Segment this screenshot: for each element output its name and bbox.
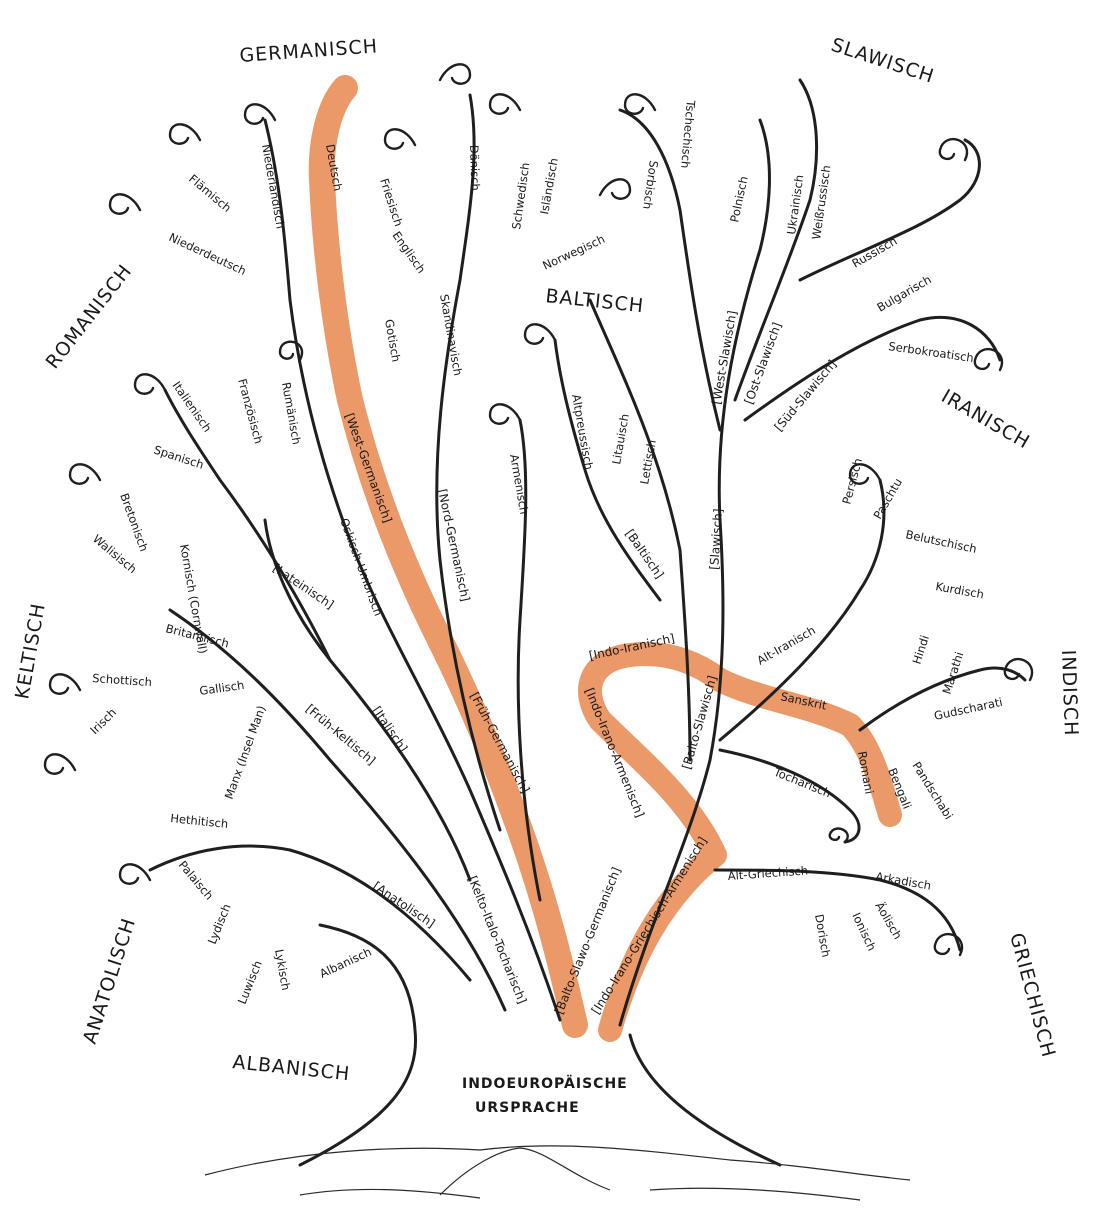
lang-luwisch: Luwisch — [235, 959, 265, 1007]
lang-palaisch: Palaisch — [176, 858, 217, 903]
lang-tschechisch: Tschechisch — [678, 99, 698, 169]
lang-manx: Manx (Insel Man) — [222, 704, 269, 801]
lang-schottisch: Schottisch — [92, 671, 153, 689]
bracket-kelto-italo-tocharisch: [Kelto-Italo-Tocharisch] — [465, 874, 529, 1006]
bracket-lateinisch: [Lateinisch] — [270, 561, 336, 612]
lang-dorisch: Dorisch — [812, 913, 833, 958]
lang-lydisch: Lydisch — [205, 902, 234, 946]
lang-ionisch: Ionisch — [849, 910, 879, 953]
curl — [940, 139, 967, 160]
lang-pandschabi: Pandschabi — [909, 759, 955, 822]
lang-gotisch: Gotisch — [382, 318, 403, 363]
group-label-griechisch: GRIECHISCH — [1005, 931, 1059, 1061]
lang-bretonisch: Bretonisch — [117, 491, 151, 553]
group-label-slawisch: SLAWISCH — [828, 34, 937, 88]
bracket-west-slawisch: [West-Slawisch] — [709, 309, 739, 405]
curl — [170, 124, 200, 143]
lang-friesisch: Friesisch — [377, 177, 406, 228]
lang-gallisch: Gallisch — [198, 678, 245, 698]
bracket-anatolisch: [Anatolisch] — [370, 879, 437, 931]
lang-weissrussisch: Weißrussisch — [809, 164, 833, 240]
bracket-indo-irano-griechisch-armenisch: [Indo-Irano-Griechisch-Armenisch] — [589, 834, 710, 1016]
limb-ost-slawisch — [735, 80, 817, 400]
lang-norwegisch: Norwegisch — [540, 232, 607, 273]
lang-aolisch: Äolisch — [872, 899, 905, 942]
lang-persisch: Persisch — [839, 457, 865, 506]
curl — [625, 94, 655, 113]
curl — [975, 349, 1002, 370]
curl — [600, 179, 630, 198]
trunk-right — [630, 1035, 780, 1165]
lang-polnisch: Polnisch — [727, 175, 750, 224]
group-label-albanisch: ALBANISCH — [231, 1051, 351, 1085]
lang-walisisch: Walisisch — [90, 532, 140, 577]
lang-franzosisch: Französisch — [235, 377, 266, 445]
lang-englisch: Englisch — [390, 229, 429, 276]
lang-hethitisch: Hethitisch — [170, 811, 229, 831]
curl — [120, 864, 150, 883]
lang-niederlandisch: Niederländisch — [259, 143, 288, 230]
lang-skandinavisch: Skandinavisch — [437, 293, 465, 377]
lang-paschtu: Paschtu — [870, 476, 905, 522]
group-label-keltisch: KELTISCH — [11, 601, 50, 701]
curl — [135, 374, 165, 393]
lang-alt-iranisch: Alt-Iranisch — [755, 623, 818, 668]
lang-lykisch: Lykisch — [272, 948, 293, 991]
bracket-nord-germanisch: [Nord-Germanisch] — [435, 488, 473, 603]
lang-italienisch: Italienisch — [170, 379, 215, 435]
curl — [110, 194, 140, 213]
limb-west-slawisch — [620, 110, 720, 430]
lang-marathi: Marathi — [940, 650, 967, 696]
lang-ukrainisch: Ukrainisch — [784, 174, 806, 236]
lang-irisch: Irisch — [87, 705, 119, 737]
lang-niederdeutsch: Niederdeutsch — [167, 230, 249, 278]
ground-line — [440, 1148, 610, 1195]
lang-flamisch: Flämisch — [186, 172, 234, 215]
lang-bulgarisch: Bulgarisch — [875, 272, 934, 314]
root-label-line2: URSPRACHE — [475, 1100, 580, 1116]
lang-tocharisch: Tocharisch — [771, 764, 833, 800]
bracket-balto-slawisch: [Balto-Slawisch] — [679, 674, 719, 771]
group-label-indisch: INDISCH — [1057, 649, 1082, 736]
curl — [830, 829, 848, 842]
group-label-anatolisch: ANATOLISCH — [79, 915, 140, 1046]
curl — [385, 129, 415, 148]
limb-romanisch — [165, 390, 330, 660]
curl — [490, 94, 520, 113]
bracket-italisch: [Italisch] — [370, 704, 411, 755]
lang-sorbisch: Sorbisch — [640, 160, 661, 211]
lang-schwedisch: Schwedisch — [509, 162, 532, 231]
ground-hills — [205, 1146, 910, 1200]
lang-kurdisch: Kurdisch — [934, 579, 985, 601]
lang-danisch: Dänisch — [467, 145, 483, 191]
curl — [525, 324, 555, 343]
lang-serbokroatisch: Serbokroatisch — [888, 339, 975, 365]
curl — [245, 104, 275, 123]
lang-armenisch: Armenisch — [507, 453, 531, 515]
lang-albanisch: Albanisch — [317, 945, 373, 981]
limb-slawisch-inner — [590, 300, 690, 760]
curl — [50, 674, 80, 693]
ground-line — [650, 1188, 860, 1200]
lang-litauisch: Litauisch — [609, 413, 632, 466]
group-label-romanisch: ROMANISCH — [42, 260, 137, 373]
root-label-line1: INDOEUROPÄISCHE — [462, 1075, 628, 1092]
root-label: INDOEUROPÄISCHE URSPRACHE — [462, 1075, 628, 1116]
group-label-germanisch: GERMANISCH — [239, 35, 379, 67]
ground-line — [300, 1189, 480, 1198]
group-label-iranisch: IRANISCH — [938, 385, 1034, 453]
lang-belutschisch: Belutschisch — [904, 527, 978, 556]
lang-islandisch: Isländisch — [537, 157, 561, 216]
lang-hindi: Hindi — [910, 633, 932, 666]
curl — [45, 754, 75, 773]
lang-gudscharati: Gudscharati — [933, 695, 1004, 723]
bracket-baltisch: [Baltisch] — [623, 527, 667, 582]
lang-alt-griechisch: Alt-Griechisch — [727, 863, 808, 883]
curl — [440, 64, 470, 83]
bracket-fruh-keltisch: [Früh-Keltisch] — [303, 702, 378, 768]
curl — [70, 464, 100, 483]
lang-rumanisch: Rumänisch — [279, 381, 304, 446]
curl — [490, 404, 520, 423]
